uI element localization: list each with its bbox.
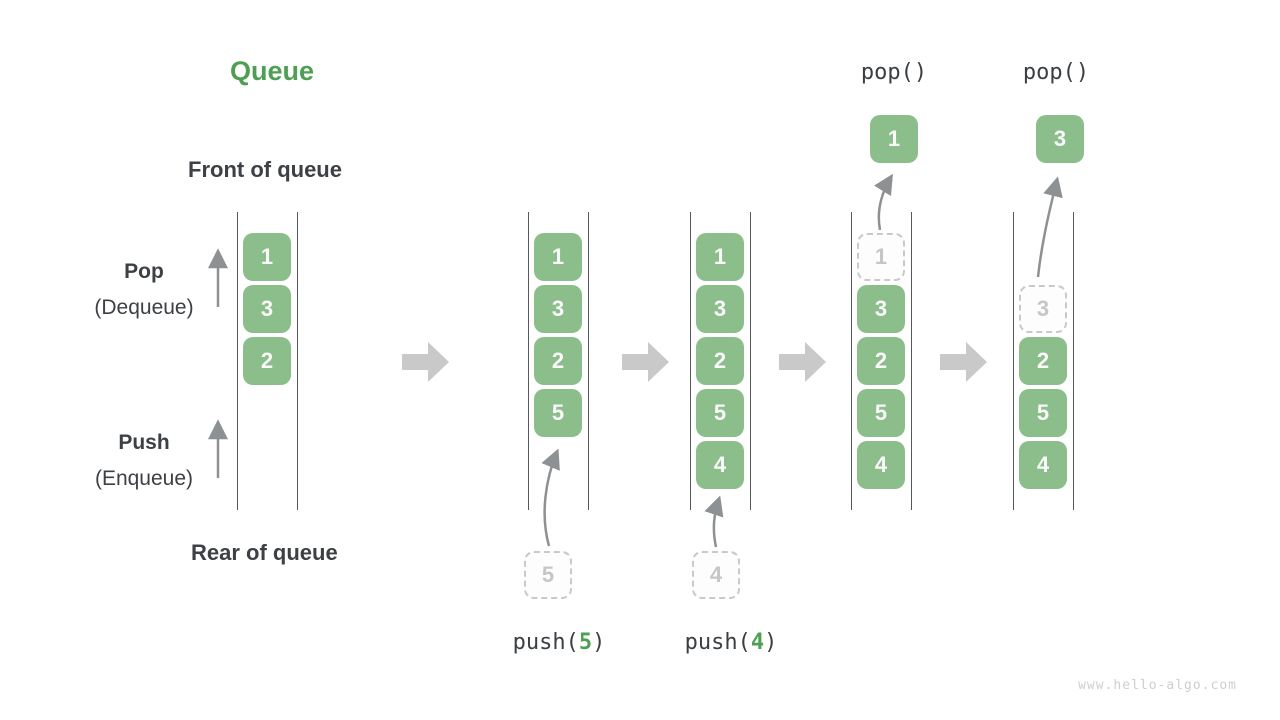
queue-item: 3	[243, 285, 291, 333]
push-close: )	[764, 630, 778, 655]
push-call-label: push(4)	[651, 630, 811, 655]
queue-item: 3	[696, 285, 744, 333]
queue-item: 2	[243, 337, 291, 385]
queue-item: 2	[696, 337, 744, 385]
queue-item: 3	[534, 285, 582, 333]
push-arg: 5	[578, 630, 593, 655]
popped-item: 3	[1036, 115, 1084, 163]
queue-item: 4	[1019, 441, 1067, 489]
push-call-label: push(5)	[479, 630, 639, 655]
push-fn: push(	[512, 630, 579, 655]
diagram-title: Queue	[230, 56, 315, 86]
queue-item: 1	[534, 233, 582, 281]
queue-item: 5	[1019, 389, 1067, 437]
queue-item-removed: 1	[857, 233, 905, 281]
watermark: www.hello-algo.com	[1078, 678, 1237, 693]
popped-item: 1	[870, 115, 918, 163]
staged-item: 5	[524, 551, 572, 599]
push-side-label: Push (Enqueue)	[79, 431, 209, 491]
queue-item: 5	[857, 389, 905, 437]
queue-column-2: 1 3 2 5	[528, 212, 589, 510]
push-label: Push	[118, 431, 170, 454]
flow-arrow-icon	[940, 342, 987, 382]
queue-item: 2	[1019, 337, 1067, 385]
push-close: )	[592, 630, 606, 655]
push-arg: 4	[750, 630, 765, 655]
queue-column-4: 1 3 2 5 4	[851, 212, 912, 510]
front-of-queue-label: Front of queue	[188, 157, 342, 182]
dequeue-label: (Dequeue)	[94, 296, 194, 319]
queue-item: 1	[243, 233, 291, 281]
pop-call-label: pop()	[860, 60, 928, 85]
pop-call-label: pop()	[1022, 60, 1090, 85]
rear-of-queue-label: Rear of queue	[191, 540, 338, 565]
queue-item-removed: 3	[1019, 285, 1067, 333]
queue-column-3: 1 3 2 5 4	[690, 212, 751, 510]
flow-arrow-icon	[402, 342, 449, 382]
pop-label: Pop	[124, 260, 164, 283]
flow-arrow-icon	[622, 342, 669, 382]
queue-item: 2	[857, 337, 905, 385]
queue-item: 1	[696, 233, 744, 281]
queue-column-5: 3 2 5 4	[1013, 212, 1074, 510]
queue-item: 5	[534, 389, 582, 437]
queue-item: 2	[534, 337, 582, 385]
queue-item: 3	[857, 285, 905, 333]
push-fn: push(	[684, 630, 751, 655]
pop-side-label: Pop (Dequeue)	[79, 260, 209, 320]
flow-arrow-icon	[779, 342, 826, 382]
queue-column-1: 1 3 2	[237, 212, 298, 510]
enqueue-label: (Enqueue)	[94, 467, 194, 490]
queue-item: 5	[696, 389, 744, 437]
queue-item: 4	[696, 441, 744, 489]
queue-item: 4	[857, 441, 905, 489]
staged-item: 4	[692, 551, 740, 599]
